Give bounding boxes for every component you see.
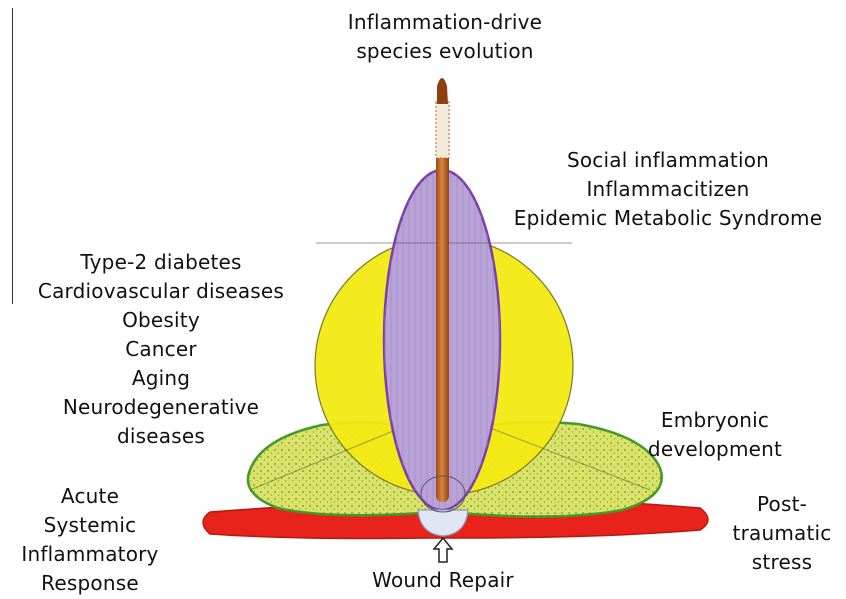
label-line: species evolution: [300, 37, 590, 66]
label-line: Wound Repair: [340, 566, 546, 595]
label-social-inflammation: Social inflammation Inflammacitizen Epid…: [500, 146, 836, 233]
up-arrow-icon: [434, 538, 452, 562]
central-rod: [436, 150, 449, 502]
rod-tip: [437, 78, 448, 104]
label-line: Inflammation-drive: [300, 8, 590, 37]
label-line: stress: [724, 548, 840, 577]
label-line: Epidemic Metabolic Syndrome: [500, 204, 836, 233]
label-line: development: [630, 435, 800, 464]
label-line: Response: [6, 569, 174, 598]
label-line: Obesity: [6, 306, 316, 335]
label-post-traumatic-stress: Post- traumatic stress: [724, 490, 840, 577]
label-line: Embryonic: [630, 406, 800, 435]
label-line: Social inflammation: [500, 146, 836, 175]
label-line: traumatic: [724, 519, 840, 548]
label-line: Neurodegenerative: [6, 393, 316, 422]
label-embryonic-development: Embryonic development: [630, 406, 800, 464]
label-line: Type-2 diabetes: [6, 248, 316, 277]
label-species-evolution: Inflammation-drive species evolution: [300, 8, 590, 66]
label-line: diseases: [6, 422, 316, 451]
label-line: Inflammatory: [6, 540, 174, 569]
label-acute-systemic-response: Acute Systemic Inflammatory Response: [6, 482, 174, 598]
label-chronic-diseases: Type-2 diabetes Cardiovascular diseases …: [6, 248, 316, 451]
label-line: Inflammacitizen: [500, 175, 836, 204]
label-line: Cardiovascular diseases: [6, 277, 316, 306]
label-line: Post-: [724, 490, 840, 519]
label-line: Aging: [6, 364, 316, 393]
rod-dotted-segment: [436, 102, 449, 158]
label-line: Cancer: [6, 335, 316, 364]
label-line: Acute: [6, 482, 174, 511]
label-line: Systemic: [6, 511, 174, 540]
label-wound-repair: Wound Repair: [340, 566, 546, 595]
